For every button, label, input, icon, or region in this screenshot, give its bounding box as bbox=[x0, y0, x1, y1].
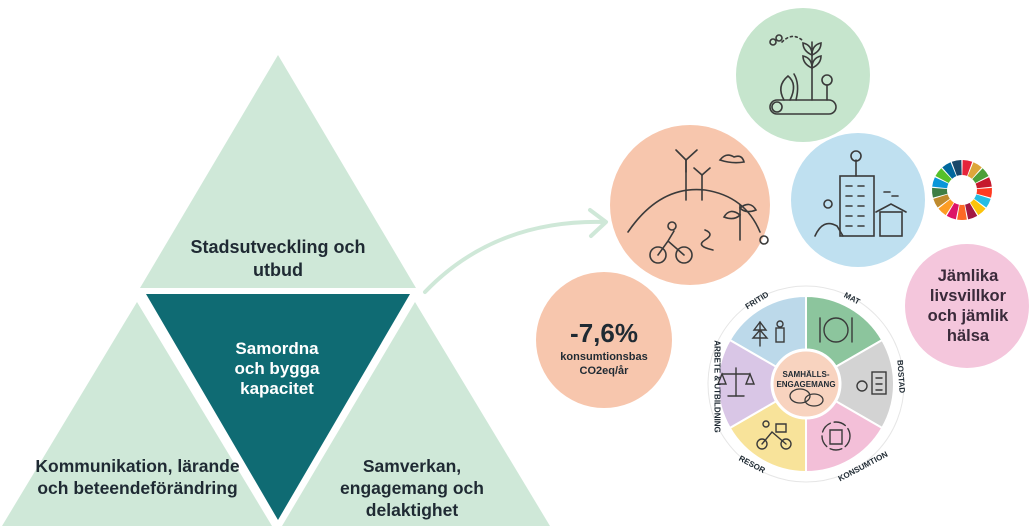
sdg-segment bbox=[951, 160, 962, 176]
sdg-segment bbox=[970, 199, 986, 216]
sdg-segment bbox=[938, 199, 954, 216]
peach-circle-large bbox=[610, 125, 770, 285]
sdg-segment bbox=[967, 162, 982, 179]
peach-circle-metric bbox=[536, 272, 672, 408]
segment-label-arbete: ARBETE & UTBILDNING bbox=[712, 340, 722, 433]
triangle-top-label: Stadsutveckling och utbud bbox=[190, 237, 366, 280]
scales-icon bbox=[716, 367, 756, 397]
sdg-segment bbox=[957, 204, 967, 220]
metric-unit-line1: konsumtionsbas bbox=[560, 351, 648, 363]
chat-bubbles-icon bbox=[789, 388, 824, 407]
blue-circle bbox=[791, 133, 925, 267]
food-plate-icon bbox=[819, 317, 853, 343]
connector-arrow bbox=[423, 219, 607, 294]
city-building-icon bbox=[814, 150, 907, 237]
triangle-top bbox=[140, 55, 416, 288]
sdg-segment bbox=[942, 162, 957, 179]
sdg-segment bbox=[962, 160, 973, 176]
sdg-segment bbox=[933, 194, 950, 208]
triangle-left bbox=[2, 302, 272, 526]
triangle-right bbox=[282, 302, 550, 526]
sector-wheel bbox=[707, 285, 905, 483]
wind-turbine-cyclist-icon bbox=[627, 149, 769, 264]
connector-arrow-head bbox=[588, 208, 608, 238]
triangle-left-label: Kommunikation, lärande och beteendeförän… bbox=[35, 456, 240, 498]
triangle-center bbox=[146, 294, 410, 520]
nature-plants-icon bbox=[769, 34, 837, 115]
sdg-segment bbox=[976, 187, 992, 198]
sdg-segment bbox=[946, 202, 959, 220]
sdg-segment bbox=[972, 168, 989, 184]
metric-unit-line2: CO2eq/år bbox=[579, 365, 629, 377]
sdg-segment bbox=[932, 187, 948, 198]
wheel-segment-bostad bbox=[804, 338, 895, 430]
building-plug-icon bbox=[856, 371, 887, 395]
mint-circle bbox=[736, 8, 870, 142]
triangle-right-label: Samverkan, engagemang och delaktighet bbox=[340, 456, 484, 520]
sdg-segment bbox=[935, 168, 952, 184]
tree-person-icon bbox=[751, 320, 785, 347]
recycle-clothes-icon bbox=[821, 421, 851, 451]
wheel-center-label: SAMHÄLLS-ENGAGEMANG bbox=[776, 370, 836, 389]
sdg-segment bbox=[932, 177, 949, 189]
triangle-center-label: Samordna och bygga kapacitet bbox=[234, 339, 320, 398]
sdg-wheel-icon bbox=[932, 160, 992, 220]
cargo-bike-icon bbox=[756, 420, 792, 450]
metric-value: -7,6% bbox=[570, 318, 638, 348]
sdg-segment bbox=[974, 194, 991, 208]
sdg-segment bbox=[975, 177, 992, 189]
pink-circle bbox=[905, 244, 1029, 368]
equality-label: Jämlika livsvillkor och jämlik hälsa bbox=[927, 267, 1009, 345]
sdg-segment bbox=[965, 202, 978, 220]
